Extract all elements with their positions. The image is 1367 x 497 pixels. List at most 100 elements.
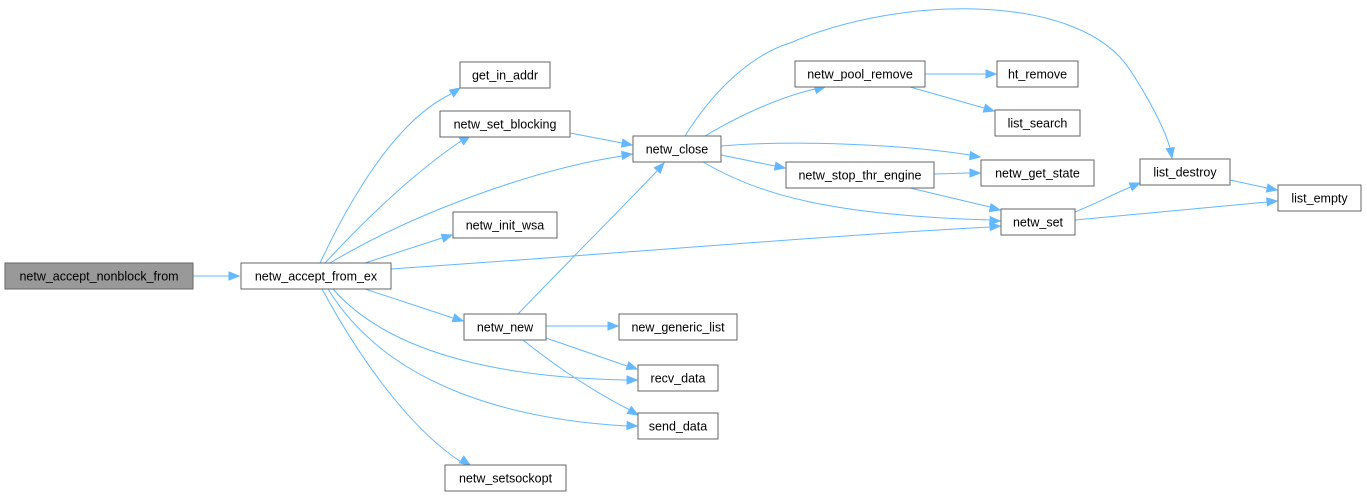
edge-netw_close-to-netw_stop_thr_engine [720, 154, 787, 171]
arrowhead-icon [458, 455, 472, 466]
edge-netw_stop_thr_engine-to-netw_get_state [933, 168, 982, 178]
arrowhead-icon [620, 138, 634, 148]
edge-netw_set_blocking-to-netw_close [569, 132, 634, 148]
edge-netw_accept_from_ex-to-recv_data [332, 288, 639, 385]
edge-netw_accept_from_ex-to-netw_set [390, 221, 1002, 270]
edge-netw_close-to-netw_pool_remove [704, 85, 827, 137]
arrowhead-icon [607, 321, 620, 331]
arrowhead-icon [1265, 183, 1279, 193]
node-send-data[interactable]: send_data [637, 412, 719, 440]
edge-netw_set-to-list_empty [1074, 197, 1279, 221]
node-label: netw_setsockopt [459, 472, 553, 486]
edge-netw_accept_nonblock_from-to-netw_accept_from_ex [193, 271, 241, 281]
arrowhead-icon [989, 221, 1002, 232]
edge-netw_new-to-send_data [522, 339, 640, 416]
arrowhead-icon [1128, 182, 1142, 192]
edge-netw_accept_from_ex-to-send_data [327, 288, 639, 431]
node-box [996, 60, 1079, 88]
node-box [463, 313, 547, 341]
edge-netw_close-to-list_destroy [684, 8, 1175, 160]
arrowhead-icon [1266, 197, 1279, 207]
node-label: netw_get_state [995, 167, 1080, 181]
edge-netw_accept_from_ex-to-get_in_addr [319, 87, 462, 264]
edge-netw_accept_from_ex-to-netw_setsockopt [321, 288, 472, 466]
node-label: netw_init_wsa [466, 219, 545, 233]
arrowhead-icon [1165, 146, 1175, 160]
node-box [439, 110, 571, 138]
node-label: list_destroy [1153, 166, 1217, 180]
node-box [994, 109, 1081, 137]
node-netw-accept-from-ex[interactable]: netw_accept_from_ex [240, 262, 392, 290]
node-label: netw_set_blocking [454, 118, 557, 132]
node-box [444, 464, 567, 492]
arrowhead-icon [228, 271, 241, 281]
node-box [637, 412, 719, 440]
edge-netw_pool_remove-to-ht_remove [925, 69, 998, 79]
node-netw-accept-nonblock-from[interactable]: netw_accept_nonblock_from [4, 262, 194, 290]
node-label: netw_accept_from_ex [255, 270, 378, 284]
node-netw-init-wsa[interactable]: netw_init_wsa [452, 211, 558, 239]
edge-netw_pool_remove-to-list_search [909, 86, 996, 113]
node-label: netw_new [477, 321, 534, 335]
node-netw-set[interactable]: netw_set [1000, 208, 1076, 236]
edge-netw_accept_from_ex-to-netw_new [364, 288, 465, 323]
arrowhead-icon [653, 161, 665, 174]
edge-netw_new-to-new_generic_list [546, 321, 620, 331]
edge-netw_stop_thr_engine-to-netw_set [909, 187, 1002, 213]
node-netw-stop-thr-engine[interactable]: netw_stop_thr_engine [785, 161, 935, 189]
edges-layer [193, 8, 1279, 466]
node-ht-remove[interactable]: ht_remove [996, 60, 1079, 88]
node-label: netw_pool_remove [807, 68, 913, 82]
node-label: netw_set [1013, 216, 1064, 230]
arrowhead-icon [448, 87, 462, 98]
edge-netw_new-to-netw_close [517, 161, 665, 315]
node-netw-setsockopt[interactable]: netw_setsockopt [444, 464, 567, 492]
arrowhead-icon [968, 150, 982, 161]
edge-list_destroy-to-list_empty [1229, 179, 1279, 193]
node-label: netw_accept_nonblock_from [19, 270, 178, 284]
arrowhead-icon [620, 150, 634, 161]
node-box [1000, 208, 1076, 236]
node-box [240, 262, 392, 290]
arrowhead-icon [440, 233, 454, 243]
node-label: ht_remove [1008, 68, 1067, 82]
arrowhead-icon [982, 103, 996, 113]
node-netw-pool-remove[interactable]: netw_pool_remove [794, 60, 926, 88]
node-label: netw_stop_thr_engine [798, 169, 921, 183]
node-recv-data[interactable]: recv_data [637, 364, 719, 392]
edge-netw_set-to-list_destroy [1074, 182, 1142, 213]
node-netw-set-blocking[interactable]: netw_set_blocking [439, 110, 571, 138]
node-netw-get-state[interactable]: netw_get_state [980, 159, 1095, 187]
arrowhead-icon [625, 361, 639, 371]
arrowhead-icon [773, 161, 787, 171]
arrowhead-icon [969, 168, 982, 178]
node-label: recv_data [651, 372, 706, 386]
edge-netw_close-to-netw_get_state [720, 142, 982, 161]
node-label: send_data [649, 420, 707, 434]
node-list-destroy[interactable]: list_destroy [1139, 158, 1231, 186]
node-netw-close[interactable]: netw_close [632, 135, 722, 163]
node-new-generic-list[interactable]: new_generic_list [618, 313, 738, 341]
node-list-search[interactable]: list_search [994, 109, 1081, 137]
node-label: get_in_addr [472, 69, 538, 83]
node-box [637, 364, 719, 392]
edge-netw_accept_from_ex-to-netw_set_blocking [324, 135, 472, 264]
node-box [980, 159, 1095, 187]
node-label: netw_close [646, 143, 709, 157]
nodes-layer: netw_accept_nonblock_from netw_accept_fro… [4, 60, 1362, 492]
node-list-empty[interactable]: list_empty [1277, 184, 1362, 212]
node-box [632, 135, 722, 163]
node-get-in-addr[interactable]: get_in_addr [459, 61, 551, 89]
node-box [1277, 184, 1362, 212]
arrowhead-icon [451, 313, 465, 323]
node-box [1139, 158, 1231, 186]
edge-netw_accept_from_ex-to-netw_close [329, 150, 634, 264]
node-box [459, 61, 551, 89]
arrowhead-icon [626, 375, 639, 385]
node-box [794, 60, 926, 88]
node-box [785, 161, 935, 189]
node-netw-new[interactable]: netw_new [463, 313, 547, 341]
node-label: new_generic_list [631, 321, 725, 335]
arrowhead-icon [988, 203, 1002, 213]
